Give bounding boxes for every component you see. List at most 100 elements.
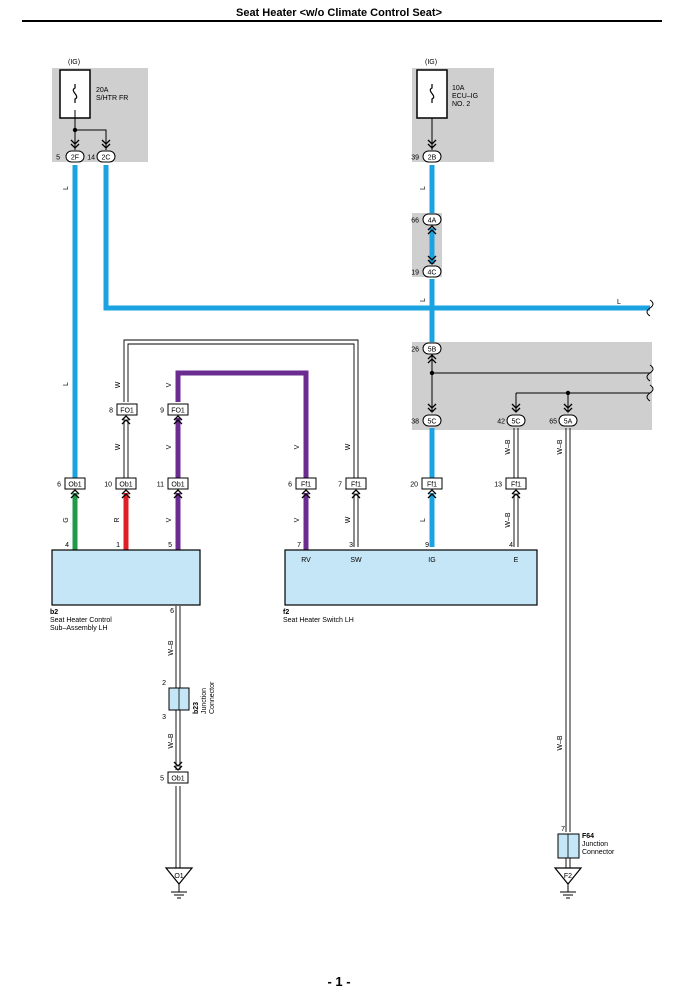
wl-15: V <box>294 517 301 522</box>
conn-4C-pin: 19 <box>411 270 419 277</box>
f2-term-ig: IG <box>428 557 435 564</box>
svg-text:FO1: FO1 <box>120 408 134 415</box>
svg-text:Ob1: Ob1 <box>171 482 184 489</box>
svg-text:8: 8 <box>109 408 113 415</box>
splice-dot-3 <box>565 390 571 396</box>
svg-text:20: 20 <box>410 482 418 489</box>
conn-2F: 2F5 <box>56 139 85 163</box>
wl-20: W–B <box>557 735 564 751</box>
wl-12: G <box>63 517 70 522</box>
conn-5A-pin: 65 <box>549 419 557 426</box>
b23-pin-2: 2 <box>162 680 166 687</box>
conn-2F-id: 2F <box>71 155 79 162</box>
b23-name: Junction <box>201 688 208 714</box>
svg-text:5: 5 <box>160 776 164 783</box>
internal-wiring <box>74 110 650 412</box>
fuse-2-name2: NO. 2 <box>452 101 470 108</box>
splice-dot-1 <box>72 127 78 133</box>
b2-pin-4: 4 <box>65 542 69 549</box>
wire-labels: L L L L L W V W V V W W–B G R V V W L W–… <box>63 186 621 751</box>
fuse-2-supply: (IG) <box>425 59 437 66</box>
F64-name2: Connector <box>582 849 615 856</box>
conn-5B-id: 5B <box>428 347 437 354</box>
wl-0: L <box>63 186 70 190</box>
conn-FO1-8: FO1 8 <box>109 403 138 425</box>
conn-2B-id: 2B <box>428 155 437 162</box>
svg-text:Ob1: Ob1 <box>119 482 132 489</box>
conn-4A: 4A 66 <box>411 213 442 235</box>
wire-break-2 <box>646 364 654 382</box>
wl-7: W <box>115 443 122 450</box>
diagram-title: Seat Heater <w/o Climate Control Seat> <box>235 7 442 19</box>
fuse-1-rating: 20A <box>96 87 109 94</box>
wl-18: W–B <box>505 512 512 528</box>
svg-text:11: 11 <box>157 482 164 489</box>
conn-2B-pin: 39 <box>411 155 419 162</box>
conn-2C: 2C 14 <box>87 139 116 163</box>
conn-2C-id: 2C <box>102 155 111 162</box>
wire-break-1 <box>646 299 654 317</box>
page-number: - 1 - <box>327 974 351 989</box>
title-rule <box>22 20 662 22</box>
junction-panel-5 <box>412 342 652 430</box>
component-f2: 7 3 9 4 RV SW IG E f2 Seat Heater Switch… <box>283 542 538 624</box>
wl-3: L <box>420 298 427 302</box>
b2-pin-1: 1 <box>116 542 120 549</box>
b2-code: b2 <box>50 609 58 616</box>
conn-Ff1-20: Ff1 20 <box>410 477 443 499</box>
b2-name: Seat Heater Control <box>50 617 112 624</box>
conn-2B: 2B 39 <box>411 139 442 163</box>
junction-F64: 7 F64 Junction Connector <box>557 826 615 859</box>
wl-6: V <box>166 382 173 387</box>
wl-19: W–B <box>557 439 564 455</box>
f2-name: Seat Heater Switch LH <box>283 617 354 624</box>
svg-text:Ff1: Ff1 <box>511 482 521 489</box>
conn-4A-pin: 66 <box>411 218 419 225</box>
wl-8: V <box>166 444 173 449</box>
fuse-1-supply: (IG) <box>68 59 80 66</box>
blue-wires <box>72 165 650 547</box>
fuse-2: (IG) 10A ECU–IG NO. 2 <box>416 59 478 119</box>
conn-2C-pin: 14 <box>87 155 95 162</box>
conn-5C-42-pin: 42 <box>497 419 505 426</box>
b23-code: b23 <box>193 702 200 714</box>
ground-F2-label: F2 <box>564 873 572 880</box>
conn-5A: 5A 65 <box>549 403 578 427</box>
F64-code: F64 <box>582 833 594 840</box>
conn-5C-38-id: 5C <box>428 419 437 426</box>
b23-pin-3: 3 <box>162 714 166 721</box>
conn-Ob1-11: Ob1 11 <box>157 477 189 499</box>
svg-text:Ff1: Ff1 <box>427 482 437 489</box>
svg-text:6: 6 <box>57 482 61 489</box>
violet-wire <box>175 370 309 550</box>
wl-22: W–B <box>168 733 175 749</box>
wl-16: W <box>345 516 352 523</box>
conn-4A-id: 4A <box>428 218 437 225</box>
conn-5A-id: 5A <box>564 419 573 426</box>
svg-text:7: 7 <box>338 482 342 489</box>
wl-13: R <box>114 517 121 522</box>
splice-dot-2 <box>429 370 435 376</box>
f2-pin-7: 7 <box>297 542 301 549</box>
white-wire-w <box>123 339 359 547</box>
conn-5C-42-id: 5C <box>512 419 521 426</box>
fuse-2-rating: 10A <box>452 85 465 92</box>
svg-text:FO1: FO1 <box>171 408 185 415</box>
f2-pin-4: 4 <box>509 542 513 549</box>
wire-break-3 <box>646 384 654 402</box>
f2-term-sw: SW <box>350 557 362 564</box>
